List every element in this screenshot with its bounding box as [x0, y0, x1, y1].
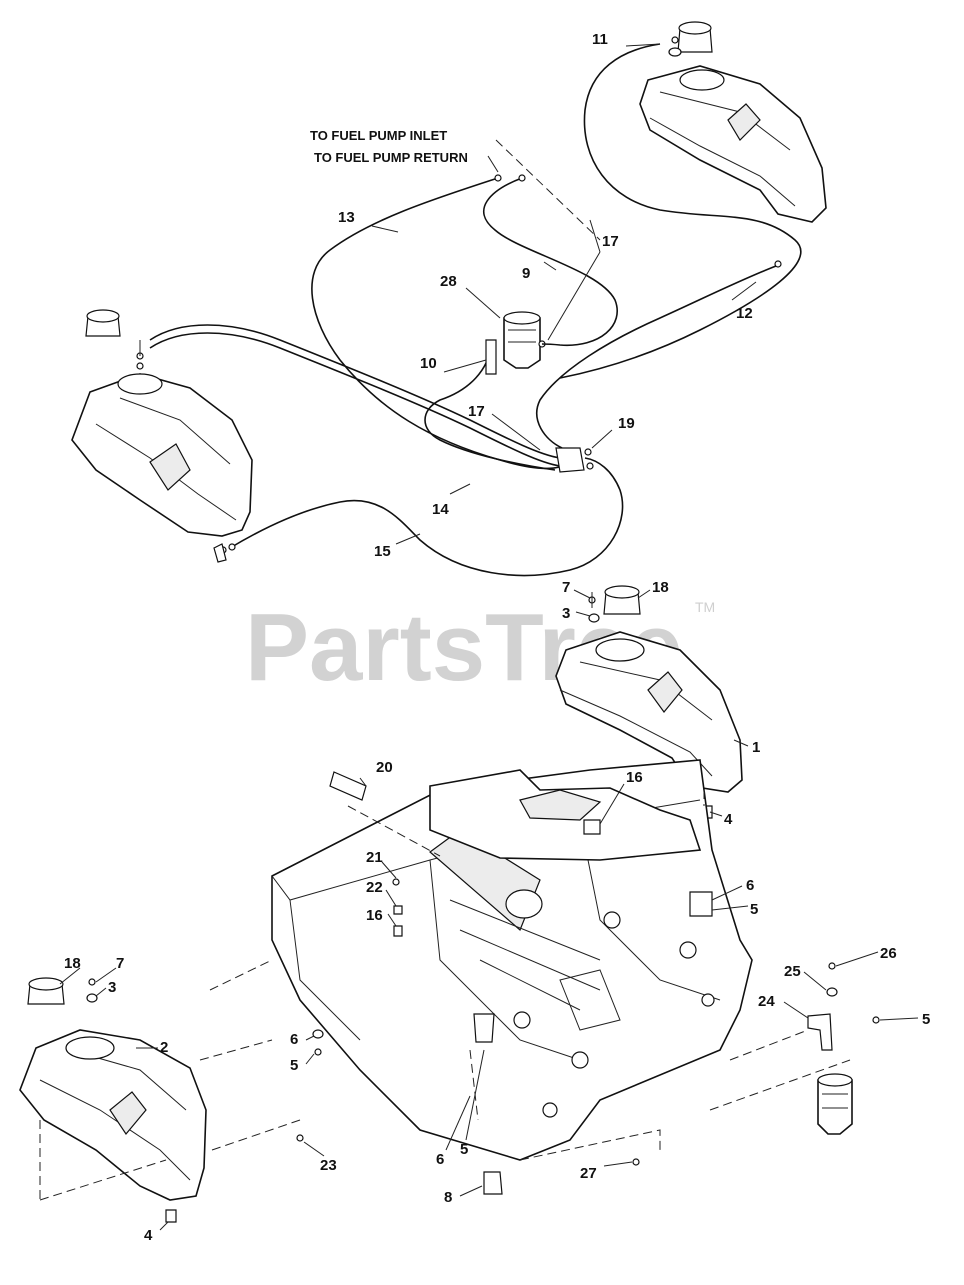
callout-18: 18: [652, 579, 669, 596]
fuel-pump: [503, 311, 546, 369]
watermark-trademark: TM: [695, 599, 715, 615]
note-to-fuel-pump-inlet: TO FUEL PUMP INLET: [310, 128, 447, 143]
callout-24: 24: [758, 993, 775, 1010]
callout-5: 5: [460, 1141, 468, 1158]
callout-21: 21: [366, 849, 383, 866]
callout-13: 13: [338, 209, 355, 226]
callout-7: 7: [116, 955, 124, 972]
right-fuel-tank-upper: [639, 21, 827, 223]
callout-5: 5: [922, 1011, 930, 1028]
upper-assembly: TO FUEL PUMP INLET TO FUEL PUMP RETURN 1…: [71, 21, 827, 577]
callout-4: 4: [144, 1227, 153, 1244]
callout-11: 11: [592, 31, 608, 48]
callout-14: 14: [432, 501, 449, 518]
note-to-fuel-pump-return: TO FUEL PUMP RETURN: [314, 150, 468, 165]
callout-27: 27: [580, 1165, 597, 1182]
main-frame: [271, 759, 753, 1161]
callout-17: 17: [468, 403, 485, 420]
callout-8: 8: [444, 1189, 452, 1206]
callout-1: 1: [752, 739, 760, 756]
callout-6: 6: [746, 877, 754, 894]
callout-16: 16: [626, 769, 643, 786]
callout-17: 17: [602, 233, 619, 250]
callout-19: 19: [618, 415, 635, 432]
left-fuel-tank: [19, 977, 207, 1223]
callout-26: 26: [880, 945, 897, 962]
callout-23: 23: [320, 1157, 337, 1174]
callout-5: 5: [750, 901, 758, 918]
callout-22: 22: [366, 879, 383, 896]
callout-12: 12: [736, 305, 753, 322]
callout-6: 6: [290, 1031, 298, 1048]
callout-3: 3: [108, 979, 116, 996]
callout-6: 6: [436, 1151, 444, 1168]
callout-3: 3: [562, 605, 570, 622]
callout-25: 25: [784, 963, 801, 980]
right-fuel-tank: [555, 585, 743, 819]
fuel-pump-lower: [817, 1073, 853, 1135]
callout-18: 18: [64, 955, 81, 972]
callout-15: 15: [374, 543, 391, 560]
callout-16: 16: [366, 907, 383, 924]
callout-5: 5: [290, 1057, 298, 1074]
left-fuel-tank-upper: [71, 309, 253, 537]
callout-4: 4: [724, 811, 733, 828]
callout-7: 7: [562, 579, 570, 596]
callout-10: 10: [420, 355, 437, 372]
callout-20: 20: [376, 759, 393, 776]
callout-9: 9: [522, 265, 530, 282]
lower-assembly: 7 18 3 1 20 16 4 21 22 16 6 5 26 25 24 5…: [19, 579, 930, 1244]
tee-fitting: [555, 447, 594, 473]
callout-2: 2: [160, 1039, 168, 1056]
callout-28: 28: [440, 273, 457, 290]
